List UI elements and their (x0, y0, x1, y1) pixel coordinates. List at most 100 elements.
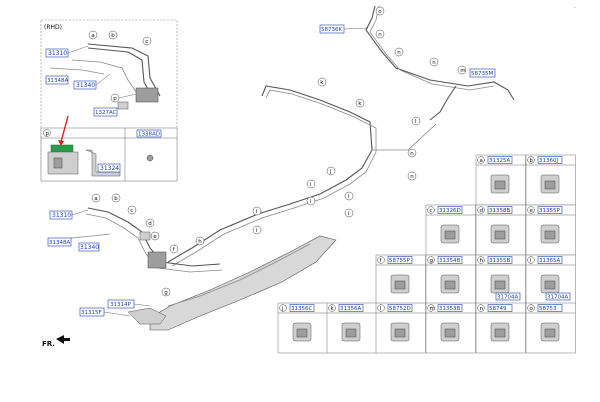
grid-part-label[interactable]: 31353B (437, 304, 463, 313)
callout-d-main (145, 218, 155, 228)
grid-part-label[interactable]: 31326D (437, 206, 463, 215)
callout-b-inset (108, 30, 118, 40)
label-31348a-main-box (47, 237, 72, 247)
grid-part-label[interactable]: 58753 (537, 304, 563, 313)
grid-part-label-box (487, 256, 513, 264)
callout-n-4-text: n (410, 151, 414, 157)
callout-c-main (127, 205, 137, 215)
callout-i-5-text: i (256, 209, 258, 215)
pipe-top-right-2 (369, 5, 495, 91)
grid-callout-circle (377, 256, 385, 264)
callout-k-2-text: k (358, 101, 362, 107)
heat-shield-part (149, 235, 337, 331)
callout-i-2-text: i (348, 211, 350, 217)
inset-pipe-4 (49, 67, 105, 75)
callout-j (326, 166, 336, 176)
grid-part-label[interactable]: 31360J (537, 156, 563, 165)
callout-i-3 (306, 179, 316, 189)
grid-part-label[interactable]: 31325A (487, 156, 513, 165)
highlighted-part-label[interactable] (50, 144, 74, 153)
grid-part-label[interactable]: 58755P (387, 256, 413, 265)
grid-callout-circle (427, 256, 435, 264)
label-31324[interactable]: 31324 (97, 163, 121, 173)
callout-n-1-text: n (378, 32, 382, 38)
grid-part-label-text: 31356C (291, 306, 312, 312)
label-1338ad[interactable]: 1338AD (136, 129, 162, 138)
label-31348a-inset-box (45, 75, 69, 85)
grid-callout-circle (427, 304, 435, 312)
grid-part-detail (544, 230, 556, 240)
subinset-clip-part (47, 151, 79, 175)
callout-n-5 (407, 171, 417, 181)
grid-part-label[interactable]: 31356C (289, 304, 315, 313)
callout-j-text: j (329, 169, 332, 175)
grid-callout-circle (477, 304, 485, 312)
grid-part-label-secondary[interactable]: 31704A (495, 292, 521, 301)
grid-part-label[interactable]: 31354B (437, 256, 463, 265)
grid-part-label[interactable]: 31356A (338, 304, 364, 313)
callout-b-main-text: b (114, 196, 118, 202)
grid-part-label-text: 58749 (489, 306, 507, 312)
label-31348a-main[interactable]: 31348A (47, 237, 72, 247)
grid-part-label-box (437, 304, 463, 312)
label-31315f[interactable]: 31315F (79, 307, 105, 317)
callout-i-1 (344, 191, 354, 201)
label-31314p[interactable]: 31314P (107, 299, 135, 309)
grid-part-label[interactable]: 58749 (487, 304, 513, 313)
grid-callout-circle (527, 156, 535, 164)
label-1327ac-inset[interactable]: 1327AC (93, 107, 118, 117)
grid-part-detail (544, 280, 556, 290)
callout-n-2 (394, 47, 404, 57)
grid-part-label[interactable]: 31365A (537, 256, 563, 265)
grid-part-label[interactable]: 31358B (487, 206, 513, 215)
grid-part-label-box (537, 206, 563, 214)
lead-31310-main (71, 209, 89, 216)
grid-part-label-text: 58755P (389, 258, 410, 264)
front-arrow-icon (56, 335, 70, 344)
grid-part-label-text: 31365A (539, 258, 560, 264)
grid-callout-letter: l (380, 306, 382, 312)
grid-callout-circle (279, 304, 287, 312)
rhd-inset: (RHD) a b c p 31310 31348A 31340 (40, 19, 178, 182)
callout-i-5 (252, 206, 262, 216)
label-31340-inset[interactable]: 31340 (73, 80, 97, 90)
pipe-branch-mid (372, 123, 437, 151)
grid-callout-circle (427, 206, 435, 214)
callout-i-3-text: i (310, 182, 312, 188)
label-1338ad-box (136, 129, 162, 138)
grid-part-label-box (537, 156, 563, 164)
grid-part-label-secondary-text: 31704A (497, 295, 518, 301)
callout-c-inset-text: c (145, 39, 148, 45)
callout-i-6 (252, 225, 262, 235)
grid-part-label-text: 58752D (389, 306, 411, 312)
grid-part-label[interactable]: 31355P (537, 206, 563, 215)
grid-part-label-box (338, 304, 364, 312)
callout-i-4-text: i (310, 199, 312, 205)
lead-31340-inset (95, 73, 111, 86)
label-31348a-inset[interactable]: 31348A (45, 75, 69, 85)
label-58736k[interactable]: 58736K (319, 24, 345, 34)
grid-part-label-secondary[interactable]: 31704A (545, 292, 571, 301)
grid-part-label-box (487, 156, 513, 164)
grid-callout-circle (377, 304, 385, 312)
grid-part-label-secondary-text: 31704A (547, 295, 568, 301)
label-31310-main[interactable]: 31310 (49, 210, 73, 220)
grid-callout-letter: h (480, 258, 484, 264)
label-31310-inset[interactable]: 31310 (45, 48, 69, 58)
grid-callout-circle (527, 256, 535, 264)
callout-o-top (375, 6, 385, 16)
label-31324-box (97, 163, 121, 173)
label-58735m[interactable]: 58735M (469, 68, 496, 78)
grid-callout-letter: e (530, 208, 534, 214)
grid-part-label[interactable]: 58752D (387, 304, 413, 313)
grid-callout-letter: i (530, 258, 532, 264)
grid-part-label[interactable]: 31355B (487, 256, 513, 265)
heat-shield-rib (167, 243, 311, 307)
callout-n-3-text: n (432, 60, 436, 66)
pipe-top-right-1 (365, 5, 515, 101)
label-31340-main[interactable]: 31340 (78, 242, 100, 252)
callout-l-text: l (415, 119, 417, 125)
